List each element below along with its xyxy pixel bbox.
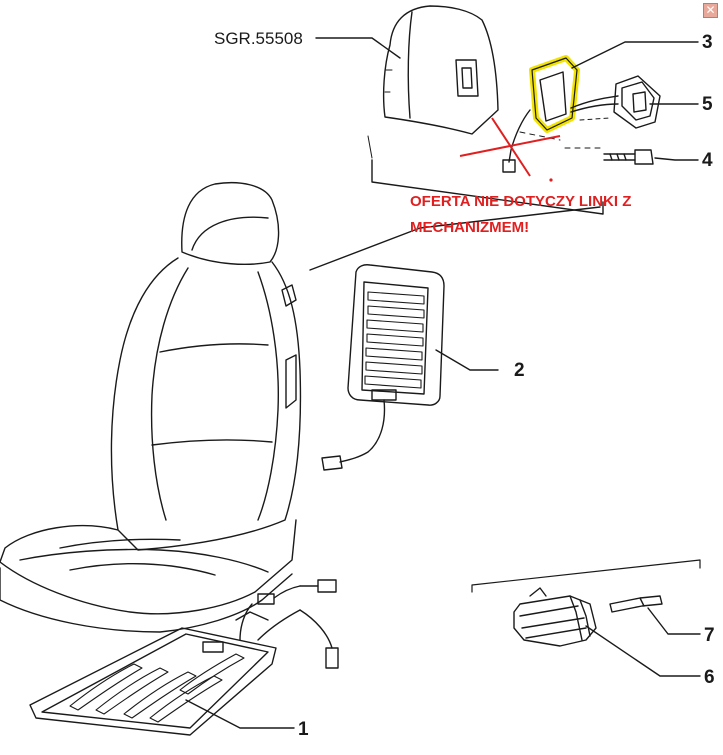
connector-bracket (502, 55, 580, 173)
callout-6: 6 (704, 667, 715, 688)
terminal-pin (609, 595, 663, 613)
notice-line-1: OFERTA NIE DOTYCZY LINKI Z (410, 193, 631, 210)
car-seat (0, 181, 302, 633)
callout-3: 3 (702, 32, 713, 53)
exclusion-mark (459, 117, 561, 177)
notice-dot (549, 178, 553, 182)
close-icon[interactable]: ✕ (703, 3, 718, 18)
callout-4: 4 (702, 150, 713, 171)
screw (603, 149, 654, 165)
notice-line-2: MECHANIZMEM! (410, 219, 529, 236)
backrest-heating-pad (321, 264, 445, 471)
seat-back-cover (382, 5, 499, 135)
reference-code: SGR.55508 (214, 29, 303, 48)
connector-housing (513, 587, 597, 647)
callout-1: 1 (298, 719, 309, 740)
switch-knob (570, 75, 661, 129)
callout-7: 7 (704, 625, 715, 646)
cushion-heating-pad (29, 579, 339, 736)
callout-5: 5 (702, 94, 713, 115)
callout-2: 2 (514, 360, 525, 381)
